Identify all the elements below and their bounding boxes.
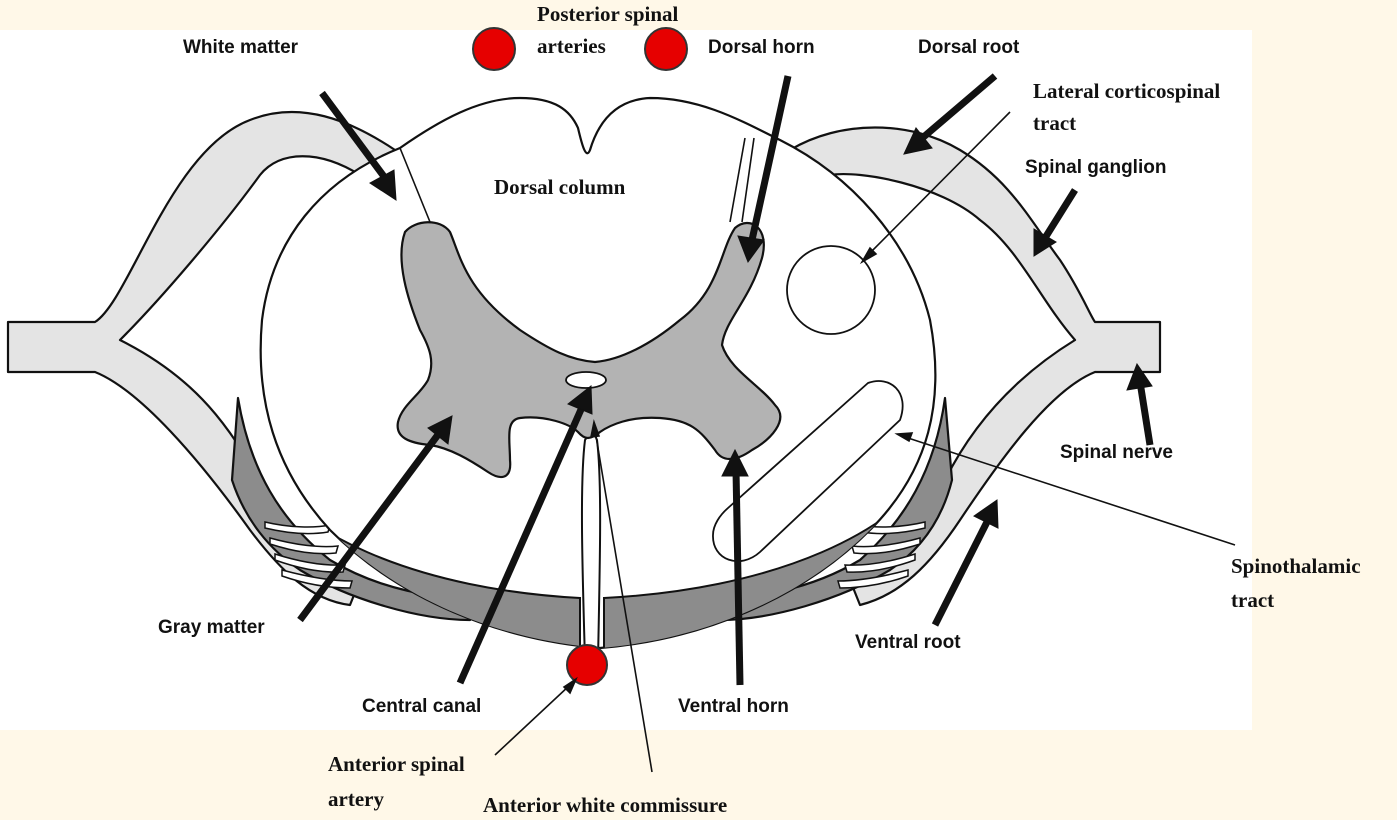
posterior-spinal-artery-left [473, 28, 515, 70]
label-white-matter: White matter [183, 37, 299, 58]
label-ventral-root: Ventral root [855, 632, 961, 653]
label-dorsal-root: Dorsal root [918, 37, 1020, 58]
label-spinothalamic-1: Spinothalamic [1231, 554, 1361, 578]
label-lateral-corticospinal-1: Lateral corticospinal [1033, 79, 1220, 103]
label-central-canal: Central canal [362, 696, 481, 717]
central-canal-shape [566, 372, 606, 388]
label-lateral-corticospinal-2: tract [1033, 111, 1076, 135]
lateral-corticospinal-tract-shape [787, 246, 875, 334]
label-spinothalamic-2: tract [1231, 588, 1274, 612]
label-anterior-spinal-2: artery [328, 787, 384, 811]
label-gray-matter: Gray matter [158, 617, 265, 638]
label-ventral-horn: Ventral horn [678, 696, 789, 717]
label-dorsal-horn: Dorsal horn [708, 37, 815, 58]
label-posterior-spinal-2: arteries [537, 34, 606, 58]
anterior-spinal-artery [567, 645, 607, 685]
label-anterior-spinal-1: Anterior spinal [328, 752, 465, 776]
posterior-spinal-artery-right [645, 28, 687, 70]
label-spinal-ganglion: Spinal ganglion [1025, 157, 1166, 178]
label-dorsal-column: Dorsal column [494, 175, 626, 199]
label-anterior-white-commissure: Anterior white commissure [483, 793, 727, 817]
label-posterior-spinal-1: Posterior spinal [537, 2, 679, 26]
label-spinal-nerve: Spinal nerve [1060, 442, 1173, 463]
ventral-median-fissure [582, 434, 600, 660]
